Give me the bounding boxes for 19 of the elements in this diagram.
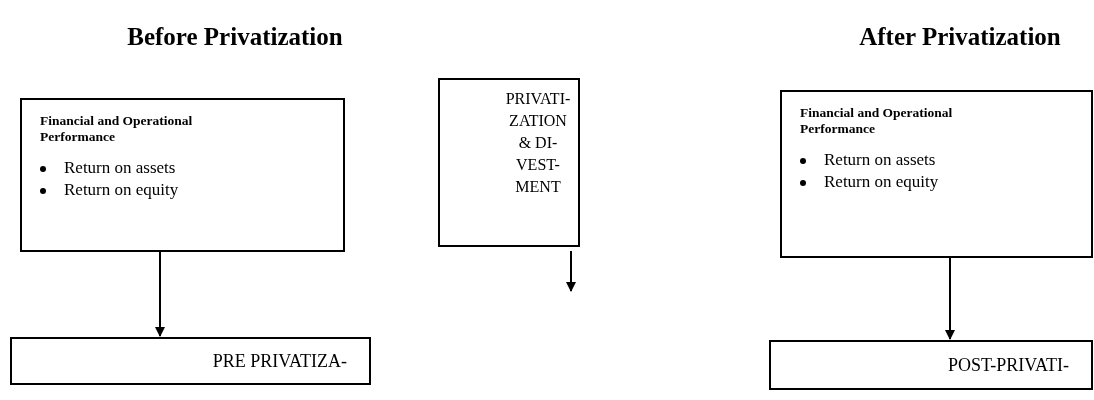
process-box bbox=[20, 98, 345, 252]
box-text: POST-PRIVATI- bbox=[947, 353, 1069, 377]
section-heading: After Privatization bbox=[859, 23, 1061, 50]
box-text: PRE PRIVATIZA- bbox=[212, 349, 347, 373]
process-box bbox=[769, 340, 1093, 390]
section-heading: Before Privatization bbox=[127, 23, 343, 50]
arrow bbox=[155, 251, 165, 337]
bullet-text: Return on assets bbox=[64, 158, 176, 177]
process-box bbox=[438, 78, 580, 247]
arrow bbox=[566, 250, 576, 292]
bullet-text: Return on equity bbox=[64, 180, 179, 199]
box-heading: Financial and Operational Performance bbox=[800, 105, 954, 137]
arrow bbox=[945, 257, 955, 340]
bullet-text: Return on equity bbox=[824, 172, 939, 191]
process-box bbox=[10, 337, 371, 385]
bullet-text: Return on assets bbox=[824, 150, 936, 169]
box-text: PRIVATI- ZATION & DI- VEST- MENT bbox=[504, 89, 572, 197]
box-heading: Financial and Operational Performance bbox=[40, 113, 194, 145]
process-box bbox=[780, 90, 1093, 258]
